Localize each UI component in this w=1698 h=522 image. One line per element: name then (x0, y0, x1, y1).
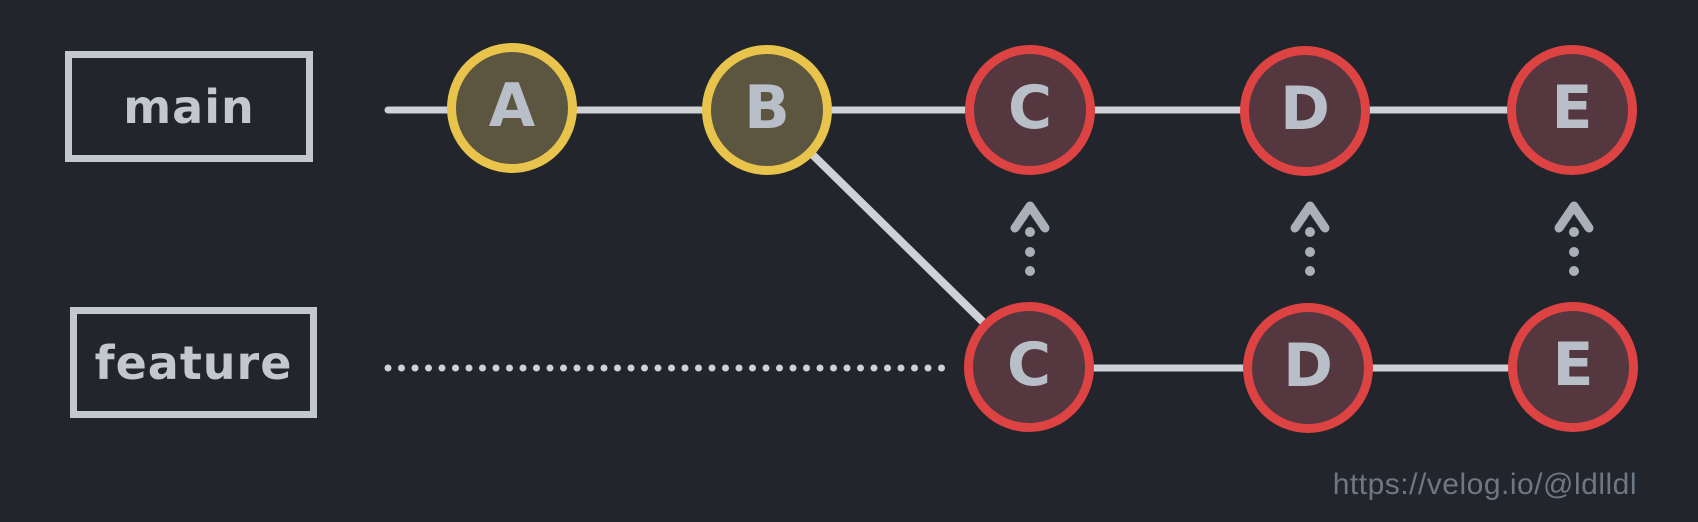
branch-label-feature-text: feature (94, 335, 293, 390)
arrow-dot (1025, 227, 1035, 237)
arrow-head-icon (1554, 201, 1594, 233)
arrow-head-icon (1290, 201, 1330, 233)
arrow-dot (1569, 227, 1579, 237)
arrow-head-icon (1010, 201, 1050, 233)
arrow-dot (1025, 266, 1035, 276)
commit-main-e: E (1507, 45, 1637, 175)
arrow-dot (1305, 227, 1315, 237)
rebase-arrow-e (1554, 201, 1594, 276)
commit-main-a: A (447, 43, 577, 173)
commit-label: A (488, 71, 536, 141)
commit-label: B (744, 73, 790, 143)
rebase-arrow-c (1010, 201, 1050, 276)
arrow-dot (1569, 247, 1579, 257)
commit-feature-c: C (964, 302, 1094, 432)
watermark-url: https://velog.io/@ldlldl (1332, 468, 1637, 501)
branch-label-main: main (65, 51, 313, 162)
commit-main-b: B (702, 45, 832, 175)
commit-label: D (1283, 331, 1333, 401)
arrow-dot (1569, 266, 1579, 276)
branch-label-main-text: main (123, 79, 255, 134)
commit-feature-e: E (1508, 302, 1638, 432)
rebase-arrow-d (1290, 201, 1330, 276)
commit-label: C (1007, 73, 1053, 143)
commit-main-c: C (965, 45, 1095, 175)
arrow-dot (1025, 247, 1035, 257)
branch-label-feature: feature (70, 307, 317, 418)
commit-label: C (1006, 330, 1052, 400)
commit-feature-d: D (1243, 303, 1373, 433)
commit-label: E (1552, 330, 1594, 400)
arrow-dot (1305, 266, 1315, 276)
arrow-dot (1305, 247, 1315, 257)
commit-label: E (1551, 73, 1593, 143)
commit-main-d: D (1240, 46, 1370, 176)
commit-label: D (1280, 74, 1330, 144)
